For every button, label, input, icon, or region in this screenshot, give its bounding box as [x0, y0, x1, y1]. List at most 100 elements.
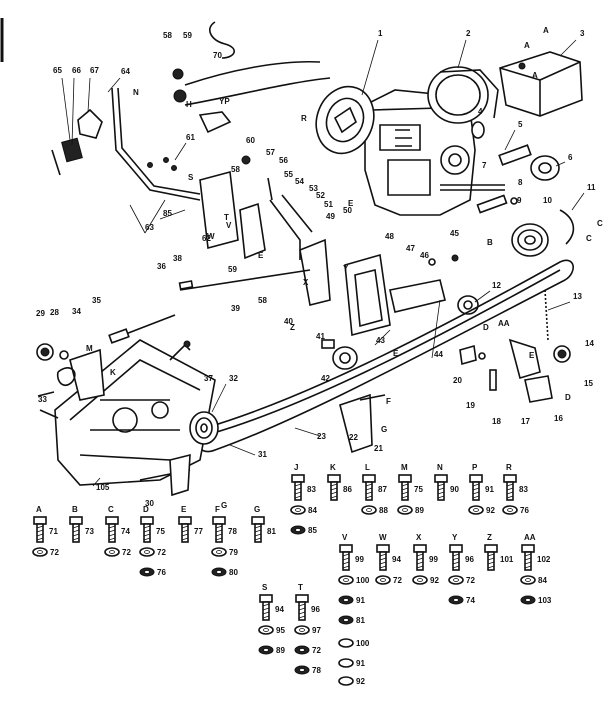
shift-lever [51, 87, 201, 201]
part-number-16: 16 [554, 414, 563, 423]
bolt-thread [181, 533, 189, 537]
nut-hole [473, 508, 479, 512]
letter-callout-C: C [586, 234, 592, 243]
nut-part-84: 84 [308, 506, 317, 515]
bolt-head [178, 516, 192, 525]
extra-part-91: 91 [356, 659, 365, 668]
hardware-key-N: N [437, 463, 443, 472]
nut-part-74: 74 [466, 596, 475, 605]
letter-callout-A: A [543, 26, 549, 35]
letter-callout-F: F [386, 397, 391, 406]
part-number-37: 37 [204, 374, 213, 383]
letter-callout-E: E [348, 199, 354, 208]
part-number-17: 17 [521, 417, 530, 426]
bolt-part-73: 73 [85, 527, 94, 536]
bolt-shank [379, 551, 387, 571]
letter-callout-D: D [565, 393, 571, 402]
bolt-thread [108, 533, 116, 537]
washer [338, 676, 354, 686]
shift-rod [109, 269, 311, 341]
bolt-thread [294, 491, 302, 495]
nut-hole [343, 598, 349, 602]
linkage-assembly [199, 155, 331, 306]
letter-callout-E: E [393, 349, 399, 358]
bolt-thread [437, 491, 445, 495]
bolt-thread [215, 529, 223, 533]
part-number-33: 33 [38, 395, 47, 404]
bolt-head [339, 544, 353, 553]
bolt-shank [401, 481, 409, 501]
bolt-thread [36, 525, 44, 529]
nut-part-85: 85 [308, 526, 317, 535]
part-number-9: 9 [517, 196, 522, 205]
bolt-thread [254, 537, 262, 541]
nut-hole [295, 508, 301, 512]
bolt-thread [72, 537, 80, 541]
bolt-thread [108, 525, 116, 529]
part-number-23: 23 [317, 432, 326, 441]
nut-hole [295, 528, 301, 532]
bolt-head [212, 516, 226, 525]
hardware-key-L: L [365, 463, 370, 472]
bolt-shank [452, 551, 460, 571]
bolt-thread [487, 561, 495, 565]
bolt-shank [437, 481, 445, 501]
nut-part-91: 91 [356, 596, 365, 605]
nut-part-88: 88 [379, 506, 388, 515]
part-number-58: 58 [258, 296, 267, 305]
bolt-thread [330, 495, 338, 499]
part-number-63: 63 [145, 223, 154, 232]
bolt-thread [524, 557, 532, 561]
bolt-thread [379, 557, 387, 561]
part-number-5: 5 [518, 120, 523, 129]
bolt-shank [36, 523, 44, 543]
nut-part-84: 84 [538, 576, 547, 585]
part-number-49: 49 [326, 212, 335, 221]
bolt-thread [524, 565, 532, 569]
bolt-thread [330, 483, 338, 487]
part-number-15: 15 [584, 379, 593, 388]
bolt-head [413, 544, 427, 553]
nut-part-72: 72 [393, 576, 402, 585]
part-number-2: 2 [466, 29, 471, 38]
part-number-39: 39 [231, 304, 240, 313]
washer [338, 638, 354, 648]
bolt-part-75: 75 [156, 527, 165, 536]
part-number-38: 38 [173, 254, 182, 263]
nut-hole [453, 598, 459, 602]
part-number-53: 53 [309, 184, 318, 193]
bolt-thread [143, 537, 151, 541]
bolt-shank [262, 601, 270, 621]
part-number-43: 43 [376, 336, 385, 345]
bolt-thread [379, 565, 387, 569]
bolt-thread [437, 483, 445, 487]
bolt-thread [36, 533, 44, 537]
hardware-key-K: K [330, 463, 336, 472]
bolt-thread [365, 491, 373, 495]
bolt-thread [36, 537, 44, 541]
bolt-thread [298, 607, 306, 611]
hardware-key-B: B [72, 505, 78, 514]
pivot-bracket [344, 253, 446, 337]
bolt-shank [143, 523, 151, 543]
bolt-thread [254, 529, 262, 533]
nut-part-97: 97 [312, 626, 321, 635]
bolt-thread [254, 525, 262, 529]
nut-part-89: 89 [415, 506, 424, 515]
bolt-thread [365, 487, 373, 491]
nut-part-72: 72 [312, 646, 321, 655]
bolt-thread [472, 483, 480, 487]
letter-callout-G: G [221, 501, 227, 510]
belt-guide [339, 393, 386, 454]
part-number-13: 13 [573, 292, 582, 301]
bolt-head [291, 474, 305, 483]
bolt-shank [472, 481, 480, 501]
nut-hole [144, 570, 150, 574]
hardware-key-M: M [401, 463, 408, 472]
bolt-shank [365, 481, 373, 501]
part-number-35: 35 [92, 296, 101, 305]
transmission-pulley [189, 411, 219, 445]
bolt-thread [401, 491, 409, 495]
nut-part-92: 92 [486, 506, 495, 515]
